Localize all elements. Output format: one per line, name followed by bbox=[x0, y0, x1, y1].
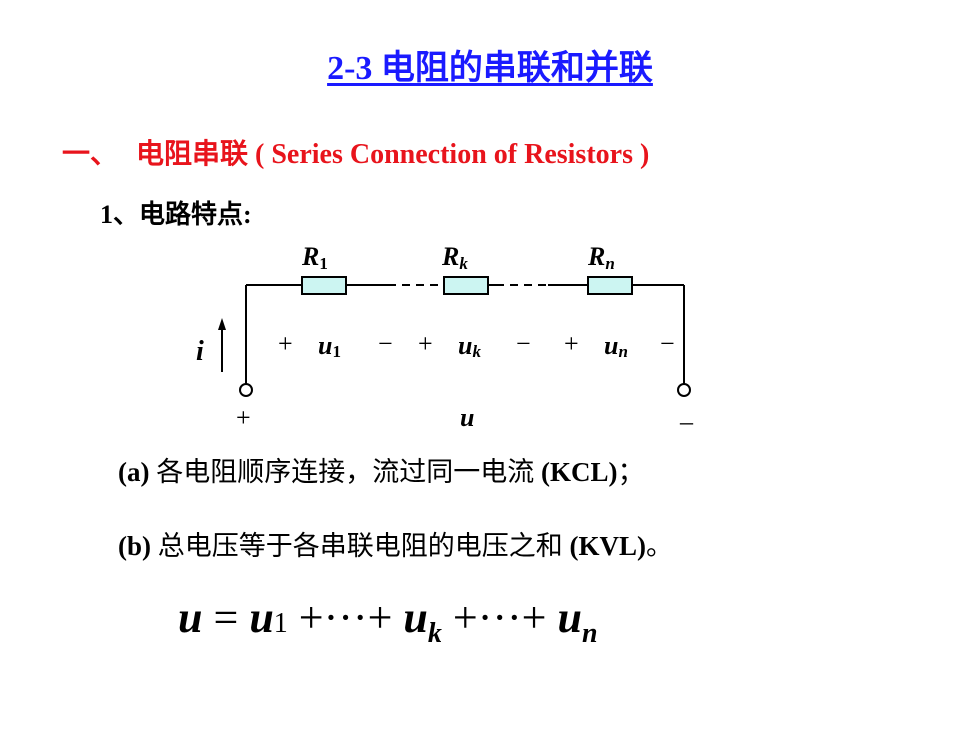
terminal-plus-label: + bbox=[236, 403, 251, 432]
section-label: 电阻串联 ( Series Connection of Resistors ) bbox=[136, 139, 650, 170]
point-a-law: (KCL) bbox=[540, 457, 618, 487]
resistor-rn bbox=[587, 276, 633, 295]
formula-term-n: u bbox=[557, 593, 582, 642]
resistor-label-rn: Rn bbox=[587, 242, 615, 273]
resistor-r1 bbox=[301, 276, 347, 295]
subsection-heading: 1、电路特点: bbox=[100, 200, 252, 229]
section-number: 一、 bbox=[62, 139, 119, 170]
point-a-end: ； bbox=[617, 457, 645, 487]
terminal-minus-label: – bbox=[679, 407, 694, 436]
kvl-formula: u = u1 +···+ uk +···+ un bbox=[178, 592, 598, 650]
drop-n-minus: − bbox=[660, 329, 675, 358]
resistor-label-r1: R1 bbox=[301, 242, 328, 273]
resistor-label-rk: Rk bbox=[441, 242, 468, 273]
total-voltage-label: u bbox=[460, 403, 474, 432]
current-arrow-head bbox=[218, 318, 226, 330]
formula-term-1-sub: 1 bbox=[273, 608, 288, 639]
resistor-rk bbox=[443, 276, 489, 295]
formula-lhs: u bbox=[178, 593, 203, 642]
formula-ellipsis-1: +···+ bbox=[287, 593, 404, 642]
drop-1-label: u1 bbox=[318, 331, 341, 361]
drop-n-plus: + bbox=[564, 329, 579, 358]
formula-term-n-sub: n bbox=[581, 617, 598, 649]
page-title: 2-3 电阻的串联和并联 bbox=[327, 50, 653, 87]
drop-k-label: uk bbox=[458, 331, 481, 361]
formula-ellipsis-2: +···+ bbox=[441, 593, 558, 642]
drop-1-plus: + bbox=[278, 329, 293, 358]
point-a-prefix: (a) bbox=[118, 457, 150, 487]
point-b-prefix: (b) bbox=[118, 531, 151, 561]
formula-equals: = bbox=[202, 593, 250, 642]
point-a-text: 各电阻顺序连接，流过同一电流 bbox=[149, 457, 541, 487]
formula-term-k-sub: k bbox=[427, 617, 442, 649]
section-heading: 一、电阻串联 ( Series Connection of Resistors … bbox=[62, 132, 649, 172]
drop-k-plus: + bbox=[418, 329, 433, 358]
point-b-text: 总电压等于各串联电阻的电压之和 bbox=[151, 531, 570, 561]
terminal-right bbox=[677, 383, 691, 397]
terminal-left bbox=[239, 383, 253, 397]
point-b-end: 。 bbox=[646, 531, 673, 561]
drop-n-label: un bbox=[604, 331, 628, 361]
formula-term-k: u bbox=[403, 593, 428, 642]
point-b-law: (KVL) bbox=[569, 531, 647, 561]
series-circuit-diagram: R1 Rk Rn i + u1 − + uk − + un − + u – bbox=[196, 242, 694, 436]
point-a: (a) 各电阻顺序连接，流过同一电流 (KCL)； bbox=[118, 450, 644, 489]
drop-k-minus: − bbox=[516, 329, 531, 358]
point-b: (b) 总电压等于各串联电阻的电压之和 (KVL)。 bbox=[118, 524, 673, 563]
formula-term-1: u bbox=[249, 593, 274, 642]
current-label: i bbox=[196, 336, 204, 367]
drop-1-minus: − bbox=[378, 329, 393, 358]
